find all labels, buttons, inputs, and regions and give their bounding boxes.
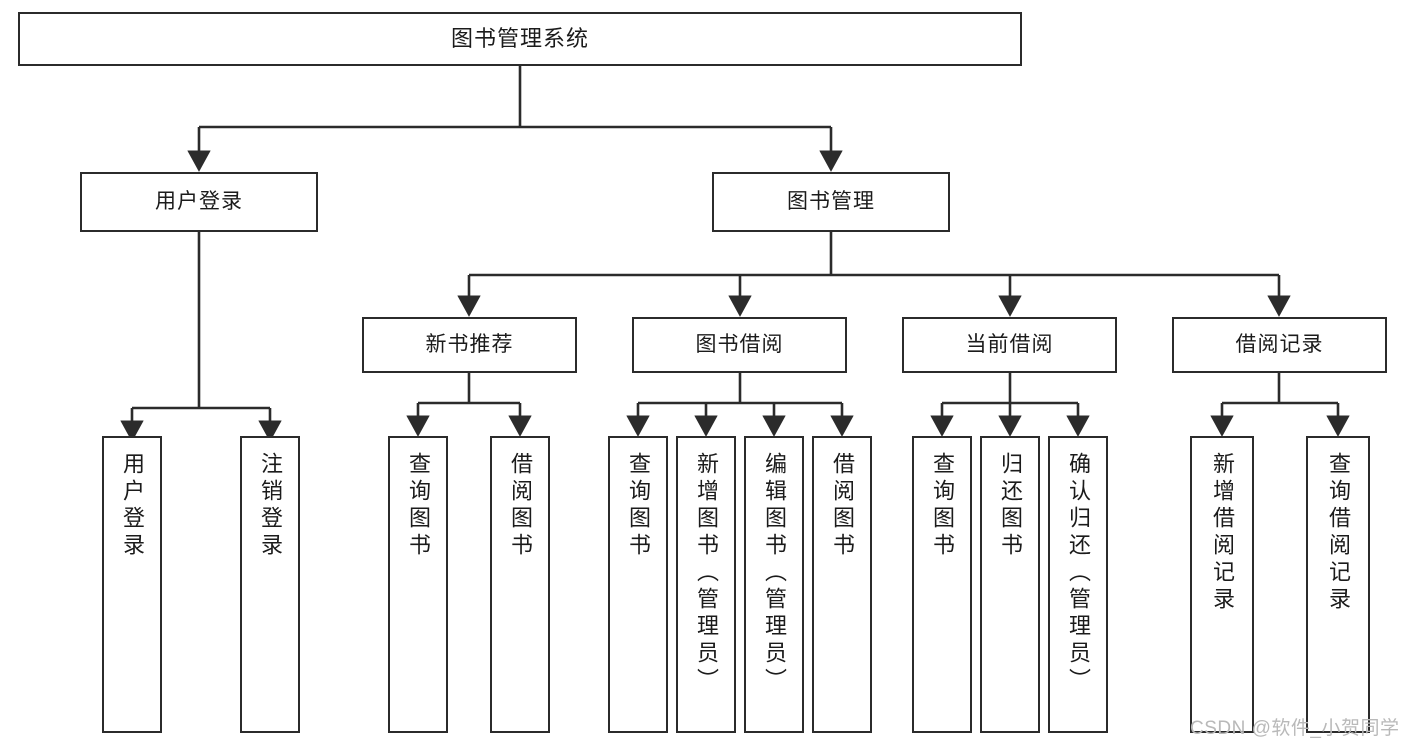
node-label: 确认归还（管理员）	[1065, 452, 1091, 695]
node-label: 新增借阅记录	[1209, 452, 1235, 614]
leaf-query-book-2[interactable]: 查询图书	[608, 436, 668, 733]
node-label: 用户登录	[119, 452, 145, 560]
node-book-borrow[interactable]: 图书借阅	[632, 317, 847, 373]
leaf-logout-login[interactable]: 注销登录	[240, 436, 300, 733]
node-label: 查询图书	[405, 452, 431, 560]
node-label: 图书借阅	[695, 332, 784, 356]
node-book-manage[interactable]: 图书管理	[712, 172, 950, 232]
node-label: 用户登录	[155, 189, 243, 213]
node-label: 图书管理	[787, 189, 875, 213]
leaf-borrow-book-2[interactable]: 借阅图书	[812, 436, 872, 733]
node-label: 借阅图书	[829, 452, 855, 560]
node-label: 归还图书	[997, 452, 1023, 560]
node-label: 借阅记录	[1235, 332, 1324, 356]
node-label: 查询借阅记录	[1325, 452, 1351, 614]
node-new-book-recommend[interactable]: 新书推荐	[362, 317, 577, 373]
node-label: 新书推荐	[425, 332, 514, 356]
leaf-borrow-book-1[interactable]: 借阅图书	[490, 436, 550, 733]
leaf-user-login[interactable]: 用户登录	[102, 436, 162, 733]
node-label: 注销登录	[257, 452, 283, 560]
leaf-query-borrow-record[interactable]: 查询借阅记录	[1306, 436, 1370, 733]
node-label: 当前借阅	[965, 332, 1054, 356]
node-user-login[interactable]: 用户登录	[80, 172, 318, 232]
node-root-system[interactable]: 图书管理系统	[18, 12, 1022, 66]
node-current-borrow[interactable]: 当前借阅	[902, 317, 1117, 373]
node-label: 查询图书	[625, 452, 651, 560]
leaf-add-book[interactable]: 新增图书（管理员）	[676, 436, 736, 733]
leaf-query-book-1[interactable]: 查询图书	[388, 436, 448, 733]
leaf-add-borrow-record[interactable]: 新增借阅记录	[1190, 436, 1254, 733]
node-borrow-record[interactable]: 借阅记录	[1172, 317, 1387, 373]
leaf-confirm-return[interactable]: 确认归还（管理员）	[1048, 436, 1108, 733]
node-label: 新增图书（管理员）	[693, 452, 719, 695]
node-label: 借阅图书	[507, 452, 533, 560]
node-label: 图书管理系统	[450, 26, 589, 52]
leaf-query-book-3[interactable]: 查询图书	[912, 436, 972, 733]
node-label: 查询图书	[929, 452, 955, 560]
node-label: 编辑图书（管理员）	[761, 452, 787, 695]
leaf-edit-book[interactable]: 编辑图书（管理员）	[744, 436, 804, 733]
leaf-return-book[interactable]: 归还图书	[980, 436, 1040, 733]
